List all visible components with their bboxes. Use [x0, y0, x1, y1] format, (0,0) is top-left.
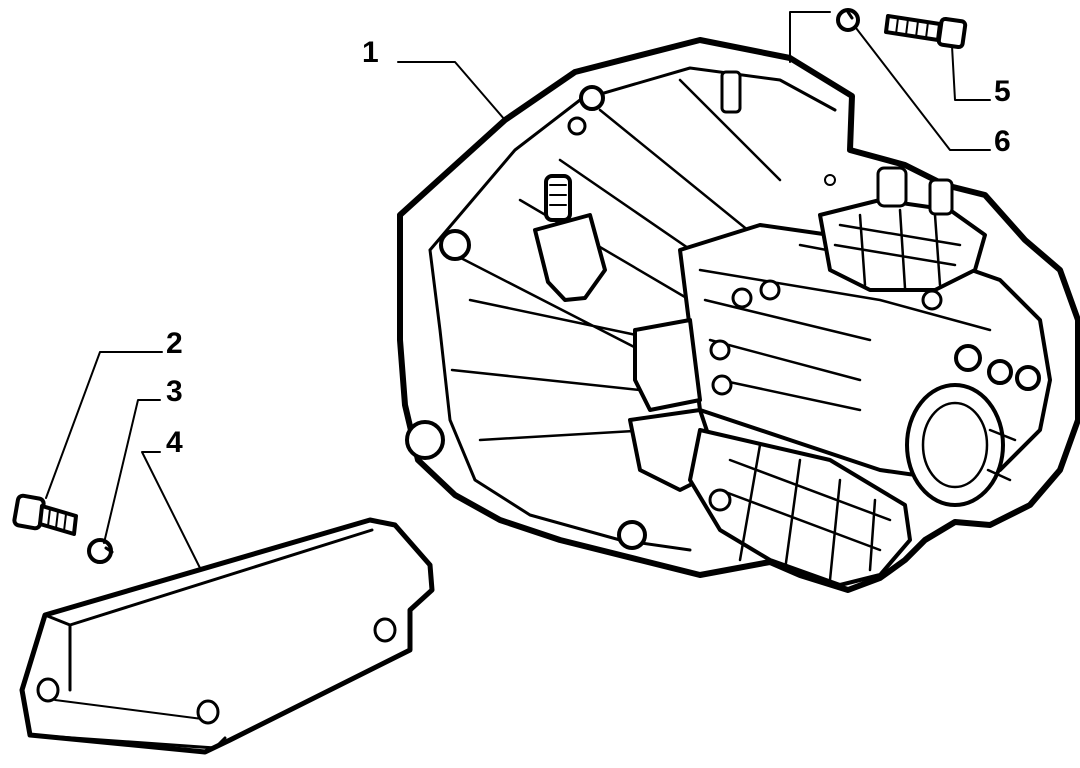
callout-5: 5: [994, 75, 1011, 108]
callout-6: 6: [994, 125, 1011, 158]
cover-plate-part-4: [19, 517, 435, 755]
leader-5: [951, 45, 991, 101]
washer-part-3: [87, 538, 114, 564]
leader-lines: [45, 11, 991, 569]
callouts: 1 2 3 4 5 6: [166, 36, 1011, 459]
callout-2: 2: [166, 327, 183, 360]
washer-part-6: [836, 8, 860, 32]
gearbox-housing: [397, 37, 1080, 593]
callout-3: 3: [166, 375, 183, 408]
bolt-part-2: [12, 493, 78, 536]
callout-1: 1: [362, 36, 379, 69]
leader-1: [397, 61, 506, 121]
bolt-part-5: [884, 14, 968, 50]
leader-6: [855, 27, 991, 151]
leader-2: [45, 351, 163, 499]
leader-4: [141, 451, 201, 569]
callout-4: 4: [166, 426, 183, 459]
leader-6-to-housing: [789, 11, 831, 63]
leader-3: [103, 399, 161, 544]
